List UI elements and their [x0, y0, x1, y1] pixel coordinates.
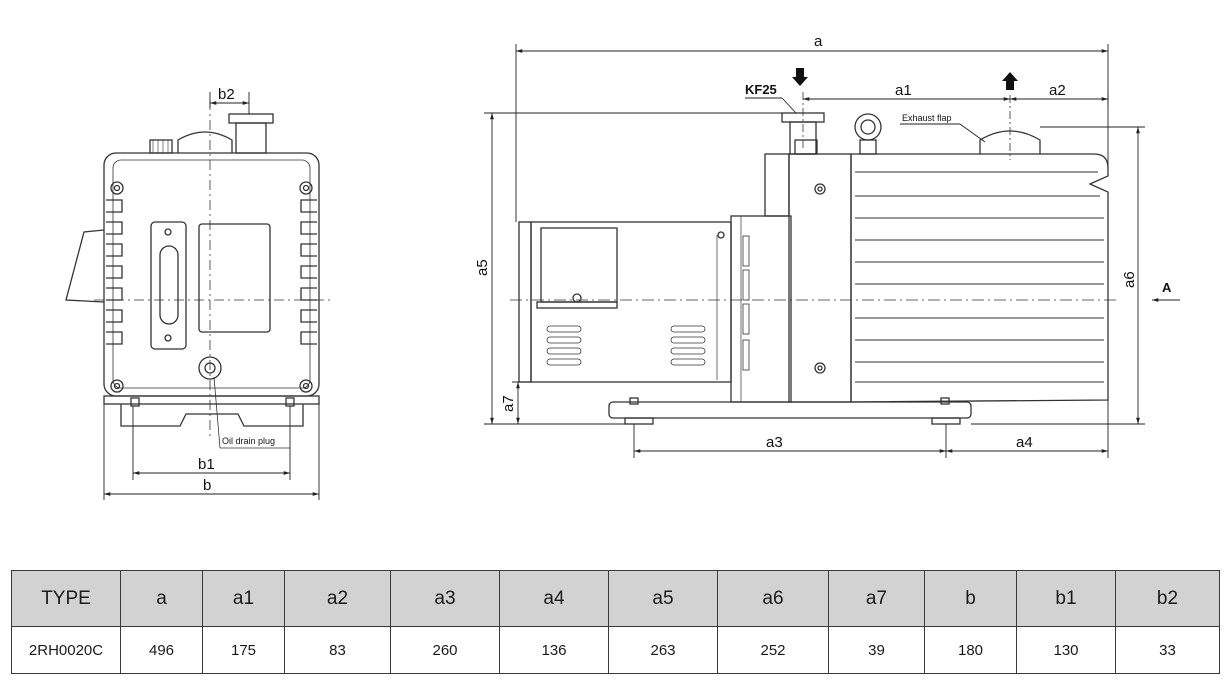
dim-label-a2: a2: [1049, 82, 1066, 99]
table-cell: 252: [717, 626, 829, 674]
dim-label-b2: b2: [218, 86, 235, 103]
table-cell: 260: [390, 626, 500, 674]
header-cell: a5: [608, 570, 718, 627]
header-cell: a: [120, 570, 203, 627]
exhaust-flap-label: Exhaust flap: [902, 113, 952, 123]
dim-label-a6: a6: [1121, 271, 1138, 288]
view-a-label: A: [1162, 280, 1172, 295]
dimensions-table: TYPE a a1 a2 a3 a4 a5 a6 a7 b b1 b2 2RH0…: [11, 570, 1220, 674]
inlet-arrow-icon: [792, 68, 808, 86]
header-cell: a2: [284, 570, 391, 627]
kf25-label: KF25: [745, 82, 777, 97]
table-cell: 496: [120, 626, 203, 674]
table-cell: 83: [284, 626, 391, 674]
side-dimensions: [484, 44, 1180, 458]
header-cell: a4: [499, 570, 609, 627]
table-cell: 2RH0020C: [11, 626, 121, 674]
header-cell: b1: [1016, 570, 1116, 627]
outlet-arrow-icon: [1002, 72, 1018, 90]
table-cell: 39: [828, 626, 925, 674]
table-row: 2RH0020C 496 175 83 260 136 263 252 39 1…: [11, 626, 1220, 674]
table-cell: 180: [924, 626, 1017, 674]
dim-label-a3: a3: [766, 434, 783, 451]
front-view: [65, 100, 330, 449]
oil-drain-plug-label: Oil drain plug: [222, 436, 275, 446]
header-cell: a7: [828, 570, 925, 627]
side-view: [510, 92, 1120, 425]
dim-label-a5: a5: [474, 259, 491, 276]
header-cell: b2: [1115, 570, 1220, 627]
dim-label-a4: a4: [1016, 434, 1033, 451]
table-cell: 130: [1016, 626, 1116, 674]
dim-label-b: b: [203, 477, 211, 494]
table-cell: 175: [202, 626, 285, 674]
front-dimensions: [103, 92, 320, 500]
table-cell: 136: [499, 626, 609, 674]
header-cell: a6: [717, 570, 829, 627]
table-cell: 263: [608, 626, 718, 674]
dim-label-a7: a7: [500, 395, 517, 412]
dim-label-a1: a1: [895, 82, 912, 99]
header-cell: a3: [390, 570, 500, 627]
flow-arrows: [792, 68, 1018, 90]
technical-drawing: b2 b1 b Oil drain plug: [65, 33, 1180, 500]
table-cell: 33: [1115, 626, 1220, 674]
header-cell: TYPE: [11, 570, 121, 627]
header-cell: a1: [202, 570, 285, 627]
dim-label-a: a: [814, 33, 823, 50]
header-cell: b: [924, 570, 1017, 627]
table-header-row: TYPE a a1 a2 a3 a4 a5 a6 a7 b b1 b2: [11, 570, 1220, 627]
dim-label-b1: b1: [198, 456, 215, 473]
